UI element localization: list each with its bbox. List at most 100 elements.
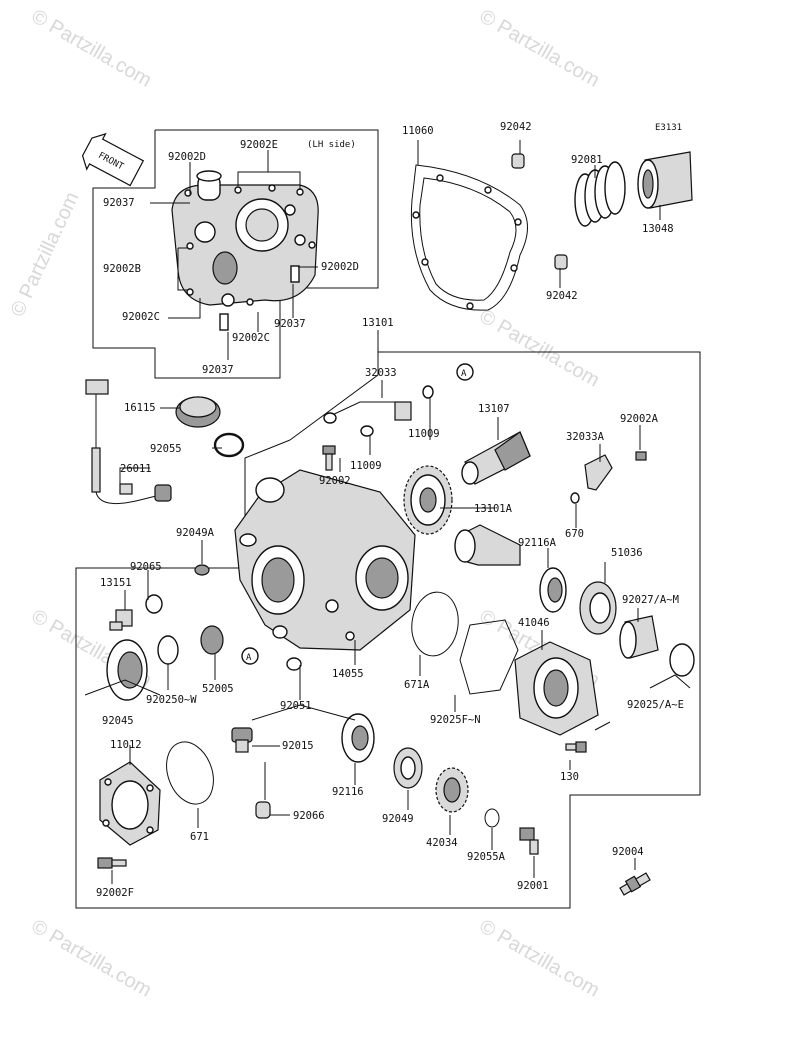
pin-illustration — [255, 801, 271, 819]
part-label-14055: 14055 — [332, 668, 364, 680]
part-label-11012: 11012 — [110, 739, 142, 751]
part-label-92037: 92037 — [274, 318, 306, 330]
watermark: © Partzilla.com — [476, 915, 604, 1001]
part-label-13101A: 13101A — [474, 503, 513, 515]
svg-text:A: A — [461, 369, 467, 379]
part-label-13101: 13101 — [362, 317, 394, 329]
part-label-11009: 11009 — [350, 460, 382, 472]
watermark: © Partzilla.com — [476, 5, 604, 91]
callout-marker: A — [241, 647, 259, 665]
part-label-26011: 26011 — [120, 463, 152, 475]
washer-illustration — [286, 657, 302, 671]
part-label-92055: 92055 — [150, 443, 182, 455]
subassembly-frame — [92, 129, 379, 379]
diagram-code: E3131 — [655, 123, 682, 133]
bearing-illustration-inner — [547, 577, 563, 603]
sensor-illustration — [109, 609, 133, 631]
part-label-920250-W: 920250~W — [146, 694, 197, 706]
watermark: © Partzilla.com — [476, 305, 604, 391]
part-label-671: 671 — [190, 831, 209, 843]
bolt-illustration — [635, 451, 647, 461]
part-label-92065: 92065 — [130, 561, 162, 573]
part-label-13107: 13107 — [478, 403, 510, 415]
part-label-92025-A-E: 92025/A~E — [627, 699, 684, 711]
part-label-16115: 16115 — [124, 402, 156, 414]
part-label-92002C: 92002C — [122, 311, 160, 323]
part-label-92002E: 92002E — [240, 139, 278, 151]
breather-pipe-illustration — [323, 401, 412, 424]
part-label-92002F: 92002F — [96, 887, 134, 899]
part-label-92116A: 92116A — [518, 537, 557, 549]
spring-illustration — [574, 161, 626, 227]
part-label-92066: 92066 — [293, 810, 325, 822]
part-label-92037: 92037 — [103, 197, 135, 209]
part-label-92027: 92027/A~M — [622, 594, 679, 606]
part-label-92042: 92042 — [500, 121, 532, 133]
breather-hose-illustration — [85, 379, 172, 505]
bolt-illustration — [565, 741, 587, 753]
part-label-92002A: 92002A — [620, 413, 659, 425]
part-label-92081: 92081 — [571, 154, 603, 166]
ring-gear-illustration — [403, 465, 453, 535]
part-label-92045: 92045 — [102, 715, 134, 727]
washer-illustration — [360, 425, 374, 437]
part-label-42034: 42034 — [426, 837, 458, 849]
oil-seal-illustration-inner — [400, 756, 416, 780]
part-label-671A: 671A — [404, 679, 430, 691]
bearing-illustration-inner — [351, 725, 369, 751]
watermark: © Partzilla.com — [7, 189, 84, 320]
bearing-housing-illustration — [514, 641, 599, 736]
bolt-illustration — [97, 857, 127, 869]
part-label-51036: 51036 — [611, 547, 643, 559]
oil-seal-illustration-inner — [589, 592, 611, 624]
washer-illustration — [145, 594, 163, 614]
part-label-13048: 13048 — [642, 223, 674, 235]
seal-illustration — [194, 564, 210, 576]
coupling-illustration — [637, 151, 693, 209]
gasket-illustration — [459, 619, 519, 695]
o-ring-illustration — [166, 741, 214, 805]
bolt-illustration — [519, 827, 539, 855]
watermark: © Partzilla.com — [28, 915, 156, 1001]
pinion-gear-illustration — [454, 524, 521, 566]
part-label-92116: 92116 — [332, 786, 364, 798]
cover-leader-lines — [150, 150, 318, 360]
part-label-92015: 92015 — [282, 740, 314, 752]
part-label-11060: 11060 — [402, 125, 434, 137]
washer-illustration — [422, 385, 434, 399]
subassembly-note: (LH side) — [307, 140, 356, 150]
part-label-670: 670 — [565, 528, 584, 540]
o-ring-illustration — [411, 591, 459, 657]
part-label-92002B: 92002B — [103, 263, 141, 275]
cover-plate-illustration — [171, 170, 319, 331]
end-cover-illustration — [99, 761, 161, 846]
part-label-130: 130 — [560, 771, 579, 783]
part-label-32033A: 32033A — [566, 431, 605, 443]
shaft-illustration — [461, 431, 531, 485]
shim-illustration — [669, 643, 695, 677]
part-label-92049: 92049 — [382, 813, 414, 825]
part-label-92051: 92051 — [280, 700, 312, 712]
part-label-92042: 92042 — [546, 290, 578, 302]
leader-lines — [84, 330, 691, 884]
gasket-illustration — [410, 164, 528, 311]
bolt-illustration — [322, 445, 336, 471]
part-label-92037: 92037 — [202, 364, 234, 376]
part-label-11009: 11009 — [408, 428, 440, 440]
o-ring-illustration — [213, 432, 245, 458]
part-label-92002: 92002 — [319, 475, 351, 487]
watermark: © Partzilla.com — [28, 5, 156, 91]
part-label-92004: 92004 — [612, 846, 644, 858]
bearing-illustration-inner — [117, 651, 143, 689]
breather-cap-illustration — [175, 396, 221, 428]
washer-illustration — [272, 625, 288, 639]
dowel-pin-illustration — [511, 153, 525, 169]
part-labels: 92002D 92002E 92037 92002B 92002D 92002C… — [96, 121, 684, 899]
svg-text:A: A — [246, 653, 252, 663]
drain-plug-illustration — [231, 727, 253, 753]
collar-illustration — [619, 615, 659, 659]
coupling-gear-illustration — [435, 767, 469, 813]
part-label-13151: 13151 — [100, 577, 132, 589]
oil-seal-illustration — [200, 625, 224, 655]
